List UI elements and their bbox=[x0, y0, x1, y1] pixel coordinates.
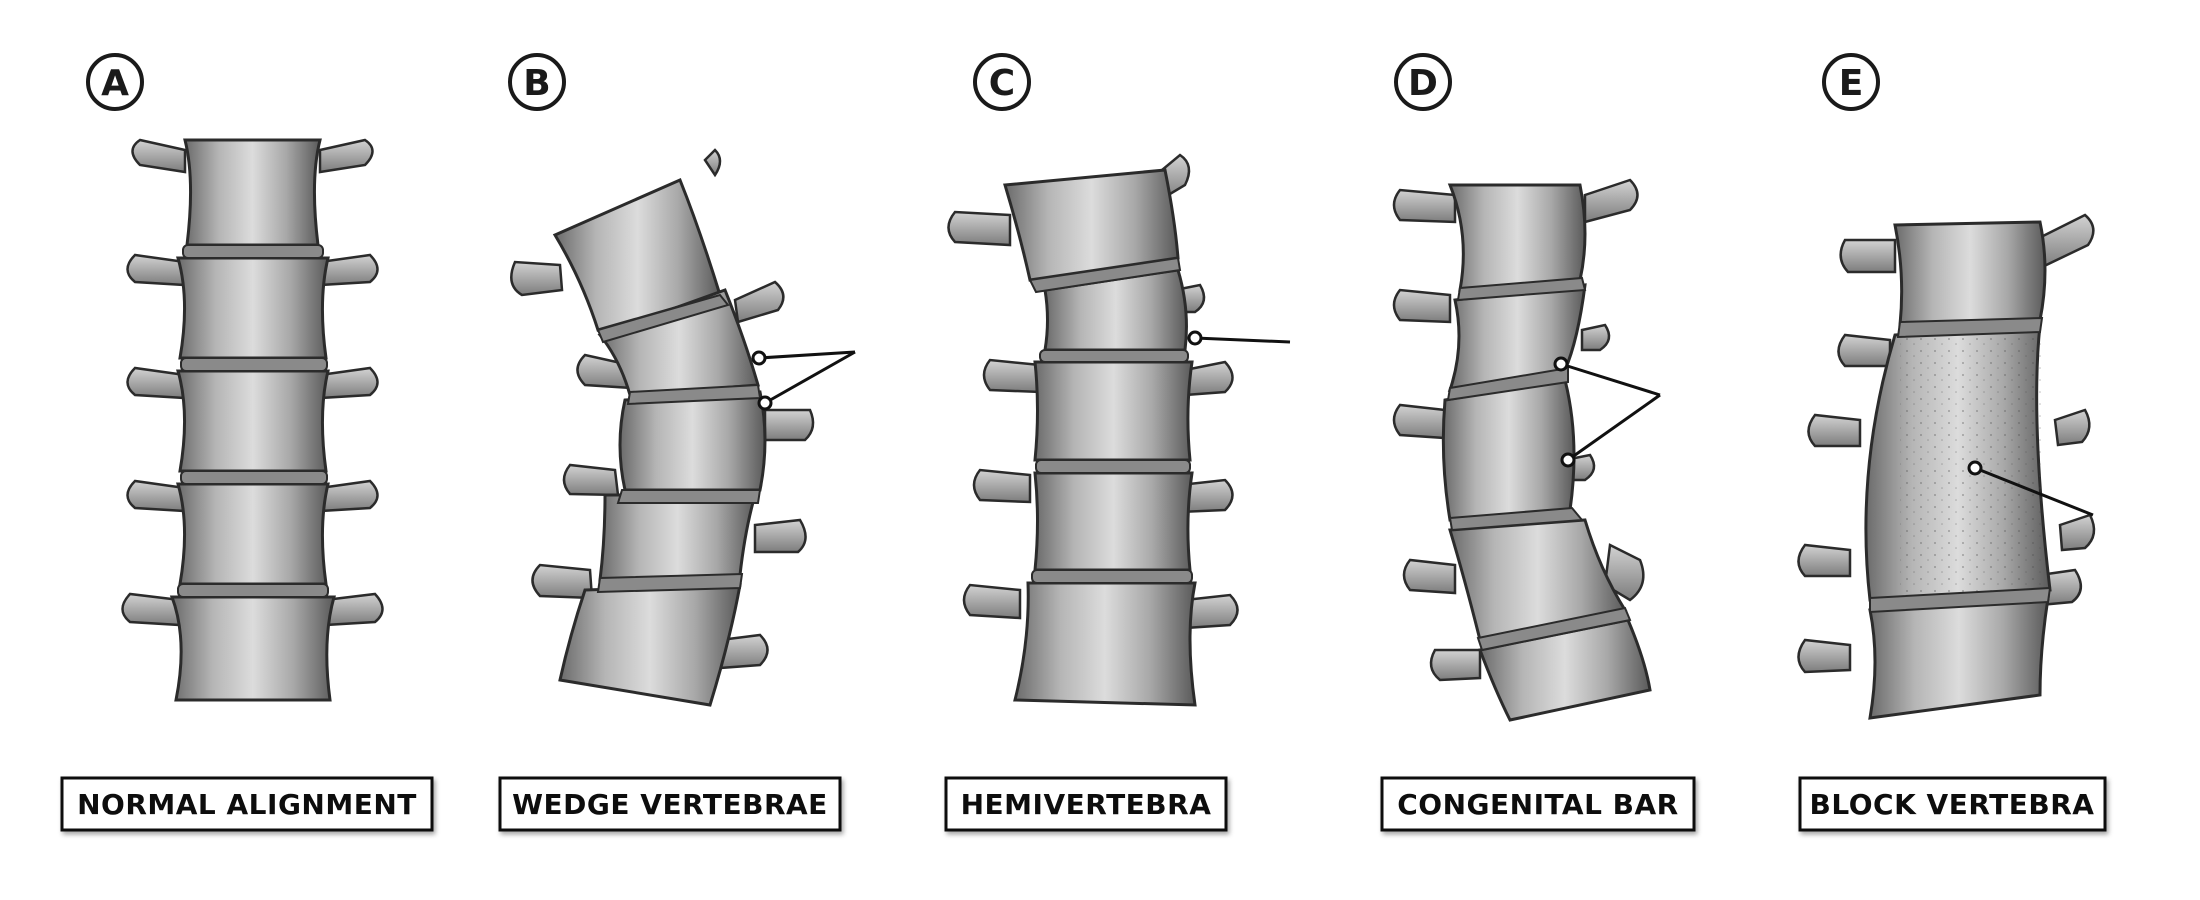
panel-e-spine bbox=[1797, 213, 2096, 720]
panel-d-letter-badge: D bbox=[1394, 53, 1452, 111]
callout-dot bbox=[757, 395, 773, 411]
panel-b-caption: WEDGE VERTEBRAE bbox=[498, 776, 842, 832]
panel-e-letter: E bbox=[1839, 63, 1864, 104]
panel-d-spine bbox=[1392, 178, 1652, 722]
panel-d: D bbox=[1380, 53, 1696, 832]
panel-d-letter: D bbox=[1408, 63, 1438, 104]
callout-dot bbox=[1553, 356, 1569, 372]
callout-dot bbox=[1967, 460, 1983, 476]
panel-c-spine bbox=[947, 153, 1239, 707]
panel-e-caption: BLOCK VERTEBRA bbox=[1798, 776, 2107, 832]
panel-c-letter: C bbox=[989, 63, 1015, 104]
panel-c-caption: HEMIVERTEBRA bbox=[944, 776, 1228, 832]
panel-d-caption: CONGENITAL BAR bbox=[1380, 776, 1696, 832]
panel-b-letter: B bbox=[523, 63, 550, 104]
callout-dot bbox=[1560, 452, 1576, 468]
panel-b: B bbox=[498, 53, 856, 832]
panel-a-letter: A bbox=[101, 63, 129, 104]
panel-a-caption: NORMAL ALIGNMENT bbox=[60, 776, 434, 832]
svg-text:NORMAL ALIGNMENT: NORMAL ALIGNMENT bbox=[77, 788, 417, 821]
callout-dot bbox=[1187, 330, 1203, 346]
panel-a-spine bbox=[121, 138, 384, 702]
panel-a-letter-badge: A bbox=[86, 53, 144, 111]
panel-e-letter-badge: E bbox=[1822, 53, 1880, 111]
svg-text:HEMIVERTEBRA: HEMIVERTEBRA bbox=[961, 788, 1212, 821]
svg-text:BLOCK VERTEBRA: BLOCK VERTEBRA bbox=[1810, 788, 2095, 821]
panel-c: C bbox=[944, 53, 1291, 832]
svg-text:CONGENITAL BAR: CONGENITAL BAR bbox=[1397, 788, 1679, 821]
svg-text:WEDGE VERTEBRAE: WEDGE VERTEBRAE bbox=[512, 788, 828, 821]
panel-e-callout-lines bbox=[1967, 460, 2094, 517]
callout-dot bbox=[751, 350, 767, 366]
panel-b-callout-lines bbox=[751, 350, 856, 411]
panel-d-callout-lines bbox=[1553, 356, 1661, 468]
panel-c-callout-lines bbox=[1187, 330, 1291, 346]
panel-b-letter-badge: B bbox=[508, 53, 566, 111]
panel-c-letter-badge: C bbox=[973, 53, 1031, 111]
panel-b-spine bbox=[510, 148, 815, 707]
panel-e: E bbox=[1797, 53, 2107, 832]
panel-a: A bbox=[60, 53, 434, 832]
